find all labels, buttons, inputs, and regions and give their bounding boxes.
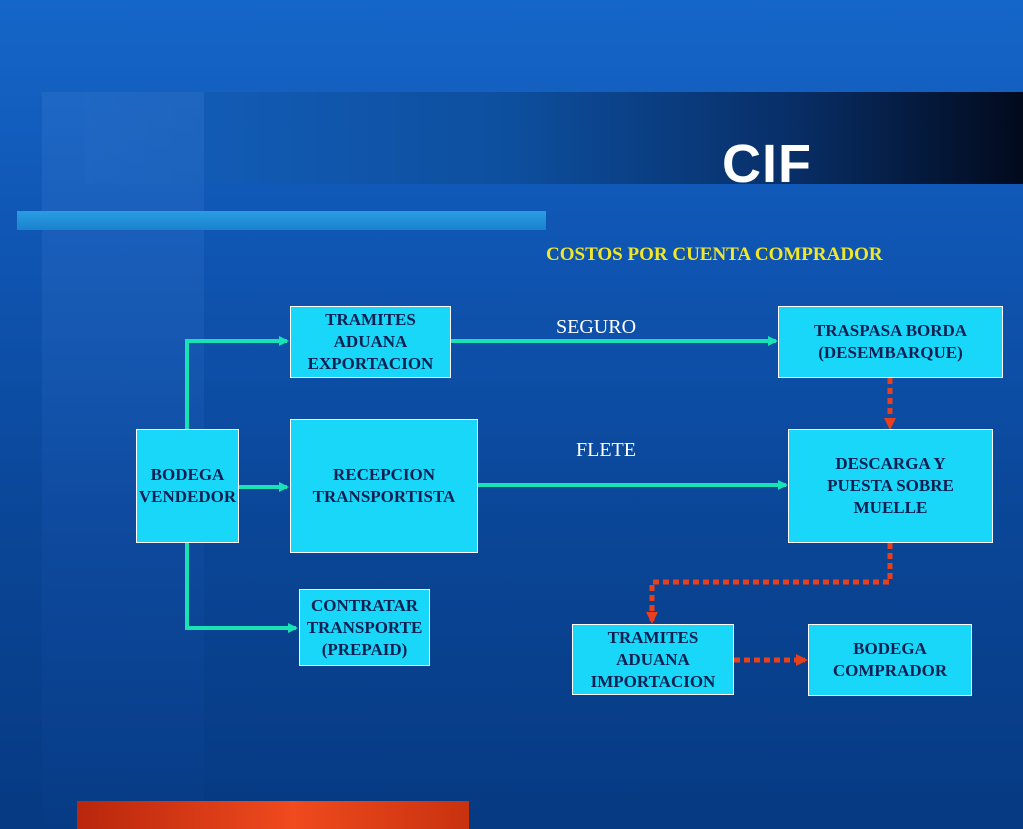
slide-subtitle: COSTOS POR CUENTA COMPRADOR (546, 244, 883, 265)
node-tramites-importacion: TRAMITES ADUANA IMPORTACION (572, 624, 734, 695)
title-band (85, 92, 1023, 184)
node-bodega-comprador: BODEGA COMPRADOR (808, 624, 972, 696)
node-traspasa-borda: TRASPASA BORDA (DESEMBARQUE) (778, 306, 1003, 378)
node-descarga-muelle: DESCARGA Y PUESTA SOBRE MUELLE (788, 429, 993, 543)
edge-descarga-importacion (646, 543, 893, 624)
node-tramites-exportacion: TRAMITES ADUANA EXPORTACION (290, 306, 451, 378)
node-bodega-vendedor: BODEGA VENDEDOR (136, 429, 239, 543)
node-contratar-transporte: CONTRATAR TRANSPORTE (PREPAID) (299, 589, 430, 666)
edge-label-flete: FLETE (576, 439, 636, 461)
slide-title: CIF (722, 134, 812, 194)
node-recepcion-transportista: RECEPCION TRANSPORTISTA (290, 419, 478, 553)
accent-bar (17, 211, 546, 230)
edge-label-seguro: SEGURO (556, 316, 637, 338)
footer-accent-bar (77, 801, 469, 829)
edge-vendedor-contratar (185, 543, 298, 633)
edge-vendedor-exportacion (185, 336, 289, 429)
